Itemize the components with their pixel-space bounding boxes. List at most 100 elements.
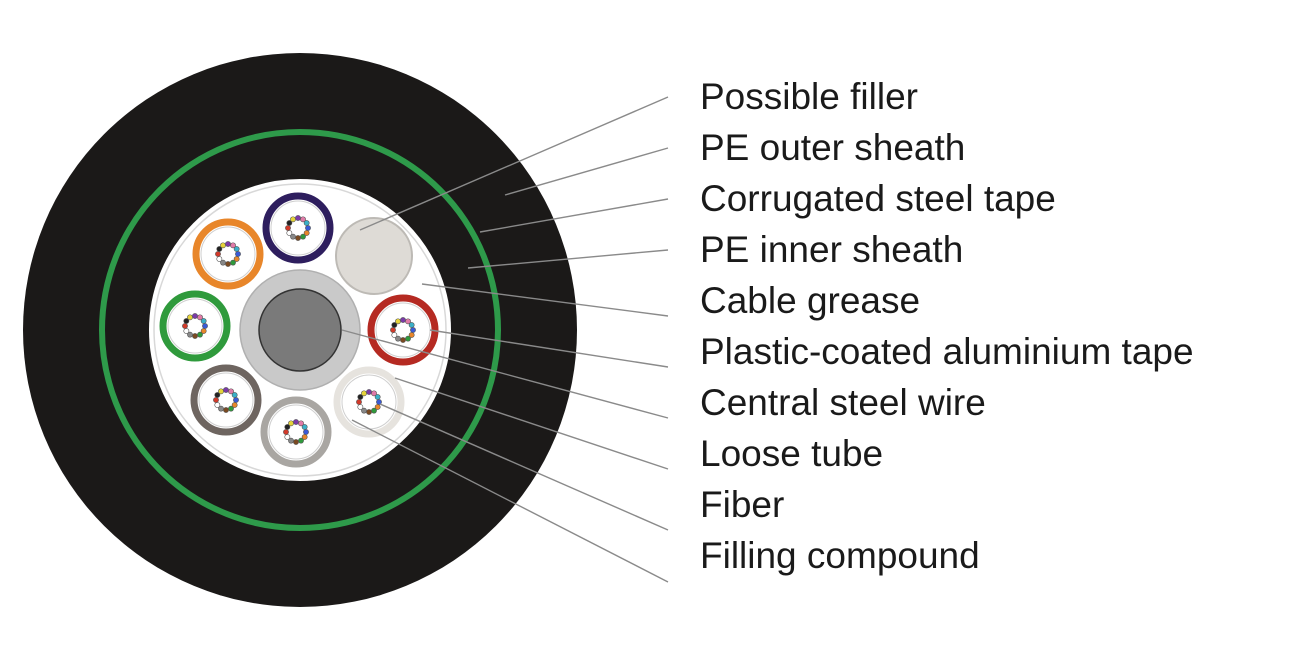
label-fiber: Fiber: [700, 484, 784, 525]
fiber-dot: [374, 394, 381, 400]
central-steel-wire: [258, 288, 342, 372]
fiber-dot: [303, 429, 309, 435]
fiber-dot: [303, 230, 310, 236]
fiber-dot: [410, 327, 416, 333]
filling-compound: [198, 372, 254, 428]
fiber-dot: [214, 402, 221, 408]
fiber-dot: [197, 314, 203, 321]
fiber-dot: [408, 332, 415, 338]
fiber-dot: [366, 409, 372, 415]
fiber-dot: [374, 404, 381, 410]
leader-lines: [341, 96, 669, 583]
fiber-dot: [356, 399, 362, 405]
leader-line: [341, 329, 669, 419]
fiber-dot: [214, 392, 221, 398]
fiber-dot: [202, 323, 208, 329]
leader-line: [351, 419, 669, 583]
fiber-dot: [225, 241, 231, 247]
fiber-dot: [197, 331, 203, 338]
fiber-dot: [200, 328, 207, 334]
label-plastic-coated-aluminium-tape: Plastic-coated aluminium tape: [700, 331, 1194, 372]
leader-line: [467, 249, 669, 269]
tube-brown: [190, 364, 262, 436]
fiber-dot: [230, 242, 236, 249]
fiber-dot: [405, 335, 411, 342]
fiber-dot: [285, 225, 291, 231]
fiber-dot: [286, 220, 293, 226]
fiber-dot: [187, 331, 193, 338]
fiber-dot: [290, 216, 296, 223]
filling-compound: [375, 302, 431, 358]
fiber-dot: [290, 233, 296, 240]
fiber-dot: [298, 437, 304, 444]
fiber-dot: [215, 251, 221, 257]
fiber-dot: [228, 388, 234, 395]
fiber-dot: [284, 434, 291, 440]
fiber-dot: [361, 407, 367, 414]
fiber-dot: [390, 327, 396, 333]
filling-compound: [268, 404, 324, 460]
leader-line: [504, 147, 669, 196]
fiber-dot: [357, 394, 364, 400]
filling-compound: [270, 200, 326, 256]
fiber-dot: [298, 420, 304, 427]
leader-line: [421, 283, 669, 317]
fiber-dot: [300, 233, 306, 240]
fiber-dot: [303, 220, 310, 226]
fiber-dot: [183, 318, 190, 324]
fiber-dot: [284, 424, 291, 430]
label-loose-tube: Loose tube: [700, 433, 883, 474]
fiber-dot: [391, 332, 398, 338]
fiber-dot: [295, 235, 301, 241]
labels: Possible filler PE outer sheath Corrugat…: [700, 76, 1194, 576]
fiber-dot: [231, 392, 238, 398]
fiber-dot: [395, 318, 401, 325]
tube-grey: [260, 396, 332, 468]
filling-compound: [341, 374, 397, 430]
fiber-dot: [233, 397, 239, 403]
corrugated-steel-tape-ring: [99, 129, 501, 531]
label-corrugated-steel-tape: Corrugated steel tape: [700, 178, 1056, 219]
fiber-dot: [192, 333, 198, 339]
tube-green: [159, 290, 231, 362]
fiber-dot: [218, 405, 224, 412]
fiber-dot: [220, 259, 226, 266]
fiber-dot: [231, 402, 238, 408]
leader-line: [359, 96, 669, 231]
fiber-dot: [288, 437, 294, 444]
leader-line: [394, 377, 669, 470]
fiber-dot: [213, 397, 219, 403]
fiber-dot: [301, 424, 308, 430]
cable-cross-section: [23, 53, 577, 607]
possible-filler: [335, 217, 413, 295]
fiber-dot: [233, 246, 240, 252]
label-central-steel-wire: Central steel wire: [700, 382, 986, 423]
fiber-dot: [305, 225, 311, 231]
fiber-dot: [187, 314, 193, 321]
label-pe-inner-sheath: PE inner sheath: [700, 229, 963, 270]
fiber-dot: [408, 322, 415, 328]
filling-compound: [167, 298, 223, 354]
label-filling-compound: Filling compound: [700, 535, 980, 576]
fiber-dot: [293, 439, 299, 445]
fiber-dot: [223, 407, 229, 413]
fiber-dot: [300, 216, 306, 223]
fiber-dot: [366, 389, 372, 395]
fiber-dot: [183, 328, 190, 334]
fiber-dot: [400, 317, 406, 323]
label-possible-filler: Possible filler: [700, 76, 918, 117]
tube-orange: [192, 218, 264, 290]
fiber-dot: [228, 405, 234, 412]
fiber-dot: [371, 390, 377, 397]
fiber-dot: [235, 251, 241, 257]
tube-white: [333, 366, 405, 438]
leader-line: [379, 403, 669, 531]
fiber-dot: [200, 318, 207, 324]
fiber-dot: [225, 261, 231, 267]
fiber-dot: [301, 434, 308, 440]
fiber-dot: [293, 419, 299, 425]
fiber-dot: [391, 322, 398, 328]
loose-tubes: [159, 192, 439, 468]
filling-compound: [200, 226, 256, 282]
leader-line: [429, 329, 669, 368]
